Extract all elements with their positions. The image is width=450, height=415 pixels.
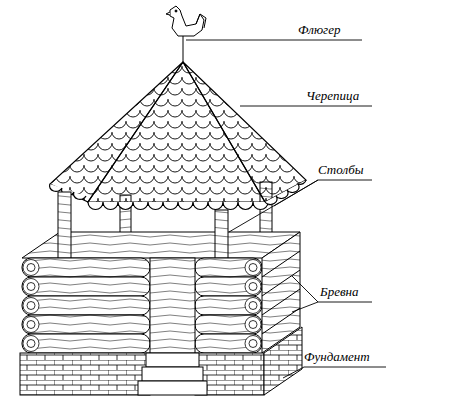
steps <box>138 258 207 395</box>
part-label: Бревна <box>320 284 359 299</box>
tiled-roof <box>50 62 306 210</box>
part-label: Черепица <box>306 88 359 103</box>
posts <box>58 192 228 258</box>
part-label: Столбы <box>318 162 364 177</box>
part-label: Фундамент <box>304 349 370 364</box>
leader-lines <box>186 40 386 378</box>
part-label: Флюгер <box>298 22 340 37</box>
log-wall <box>22 232 300 353</box>
log-ends <box>23 260 261 352</box>
weathervane <box>166 6 206 64</box>
